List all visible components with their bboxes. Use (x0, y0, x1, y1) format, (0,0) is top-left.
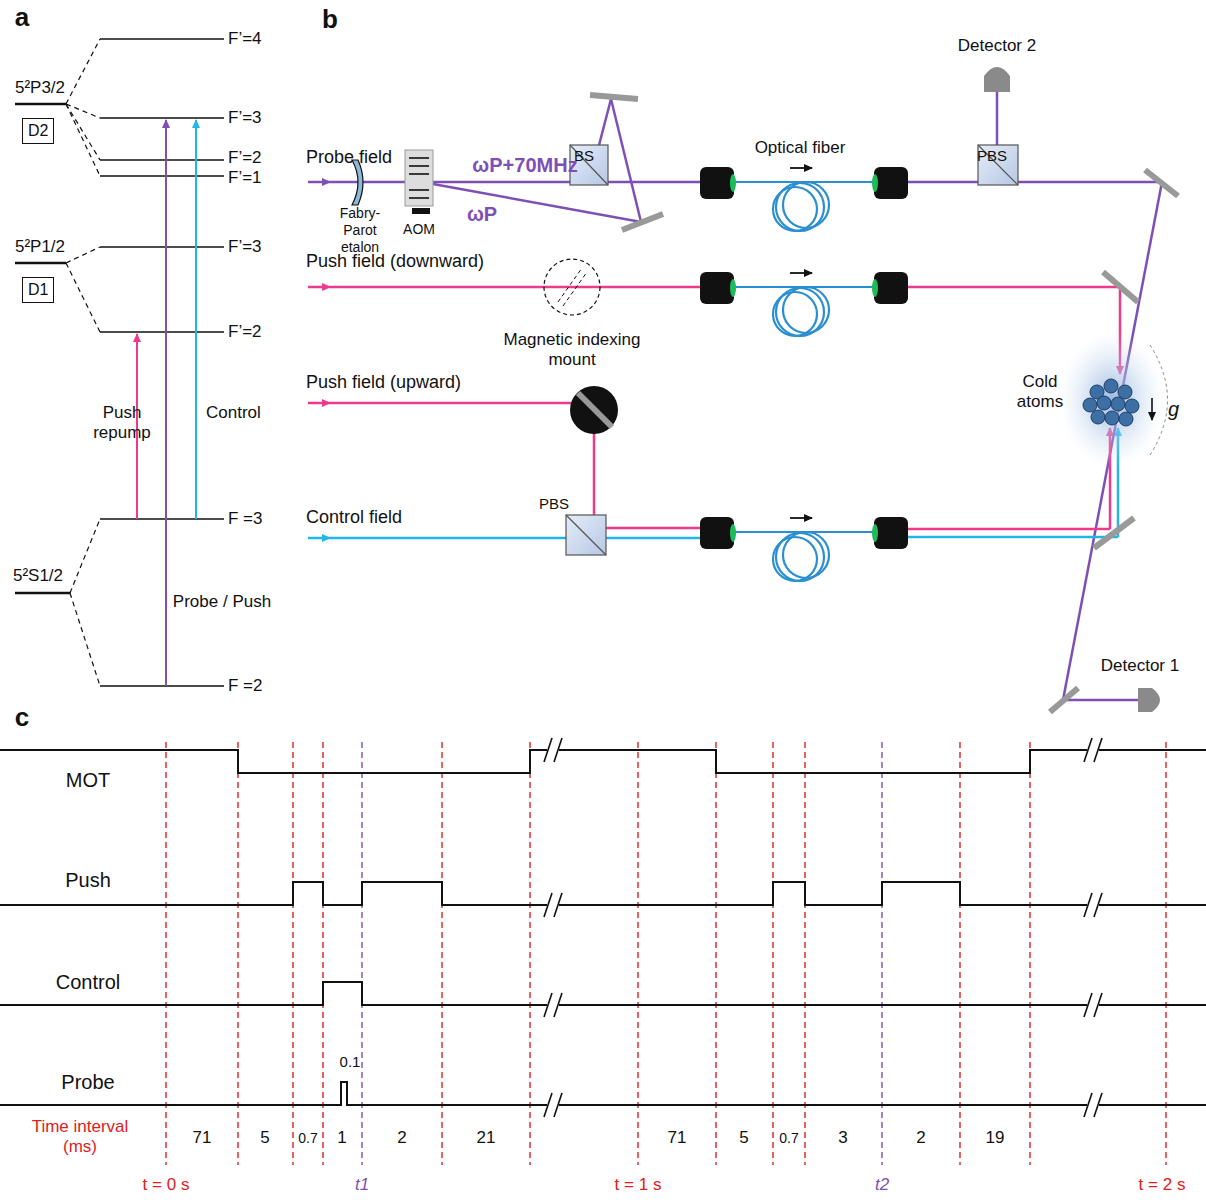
interval-value: 1 (337, 1128, 346, 1148)
time-marker (772, 742, 773, 1165)
interval-value: 19 (986, 1128, 1005, 1148)
interval-value: 21 (477, 1128, 496, 1148)
panel-letter: b (322, 4, 338, 35)
time-marker (361, 742, 362, 1165)
time-marker (959, 742, 960, 1165)
time-label: t = 2 s (1139, 1175, 1186, 1195)
interval-value: 5 (260, 1128, 269, 1148)
break-mark (544, 1093, 552, 1117)
interval-value: 71 (193, 1128, 212, 1148)
frequency-label: ωP (467, 202, 497, 226)
interval-value: 5 (739, 1128, 748, 1148)
component-label: Detector 2 (958, 36, 1036, 56)
state-label: 5²S1/2 (13, 566, 63, 586)
break-mark (1084, 1093, 1092, 1117)
state-label: 5²P1/2 (15, 237, 65, 257)
level-label: F’=3 (228, 237, 262, 257)
time-marker (804, 742, 805, 1165)
time-marker (165, 742, 166, 1165)
time-marker (1029, 742, 1030, 1165)
sample-label: Cold atoms (1010, 372, 1070, 413)
frequency-label: ωP+70MHz (472, 153, 577, 177)
signal-trace (0, 750, 1206, 773)
interval-value: 2 (916, 1128, 925, 1148)
level-label: F’=1 (228, 168, 262, 188)
component-label: AOM (403, 221, 435, 238)
component-label: BS (574, 147, 594, 165)
component-label: PBS (539, 495, 569, 513)
break-mark (1084, 893, 1092, 917)
break-mark (1094, 993, 1102, 1017)
break-mark (1084, 993, 1092, 1017)
level-label: F’=2 (228, 148, 262, 168)
time-label: t = 0 s (143, 1175, 190, 1195)
time-marker (715, 742, 716, 1165)
interval-value: 0.7 (779, 1130, 798, 1147)
interval-value: 3 (838, 1128, 847, 1148)
component-label: Optical fiber (755, 138, 846, 158)
level-label: F’=3 (228, 108, 262, 128)
time-marker (322, 742, 323, 1165)
break-mark (544, 893, 552, 917)
break-mark (1094, 893, 1102, 917)
row-label: Push (65, 868, 111, 892)
break-mark (554, 993, 562, 1017)
beam-label: Control field (306, 507, 402, 529)
row-label: Control (56, 970, 120, 994)
transition-label: Push repump (89, 403, 155, 444)
time-marker (292, 742, 293, 1165)
time-marker (237, 742, 238, 1165)
line-label: D2 (28, 122, 48, 139)
break-mark (1094, 1093, 1102, 1117)
component-label: Fabry-Parot etalon (324, 205, 396, 255)
level-label: F =3 (228, 509, 263, 529)
row-label: MOT (66, 768, 110, 792)
transition-box: D1 (22, 277, 54, 303)
state-label: 5²P3/2 (15, 78, 65, 98)
time-marker (1165, 742, 1166, 1165)
transition-label: Probe / Push (173, 592, 271, 612)
break-mark (554, 893, 562, 917)
interval-value: 0.7 (298, 1130, 317, 1147)
time-marker (881, 742, 882, 1165)
time-marker (529, 742, 530, 1165)
beam-label: Push field (upward) (306, 372, 461, 394)
transition-label: Control (206, 403, 261, 423)
row-label: Probe (61, 1070, 114, 1094)
interval-value: 2 (397, 1128, 406, 1148)
break-mark (554, 738, 562, 762)
level-label: F’=2 (228, 322, 262, 342)
transition-box: D2 (22, 118, 54, 144)
break-mark (554, 1093, 562, 1117)
gravity-label: g (1168, 397, 1179, 421)
panel-letter: c (15, 702, 29, 733)
break-mark (544, 738, 552, 762)
signal-trace (0, 982, 1206, 1005)
time-marker (441, 742, 442, 1165)
duration-label: 0.1 (340, 1053, 361, 1071)
beam-label: Push field (downward) (306, 251, 484, 273)
break-mark (1084, 738, 1092, 762)
time-label: t2 (875, 1175, 889, 1195)
time-marker (637, 742, 638, 1165)
time-label: t = 1 s (615, 1175, 662, 1195)
time-label: t1 (355, 1175, 369, 1195)
level-label: F =2 (228, 676, 263, 696)
break-mark (544, 993, 552, 1017)
signal-trace (0, 882, 1206, 905)
axis-title: Time interval (ms) (24, 1117, 136, 1158)
level-label: F’=4 (228, 29, 262, 49)
break-mark (1094, 738, 1102, 762)
line-label: D1 (28, 281, 48, 298)
signal-trace (0, 1082, 1206, 1105)
component-label: PBS (977, 147, 1007, 165)
interval-value: 71 (668, 1128, 687, 1148)
component-label: Detector 1 (1101, 656, 1179, 676)
panel-letter: a (15, 2, 29, 33)
beam-label: Probe field (306, 147, 392, 169)
component-label: Magnetic indexing mount (497, 330, 647, 371)
